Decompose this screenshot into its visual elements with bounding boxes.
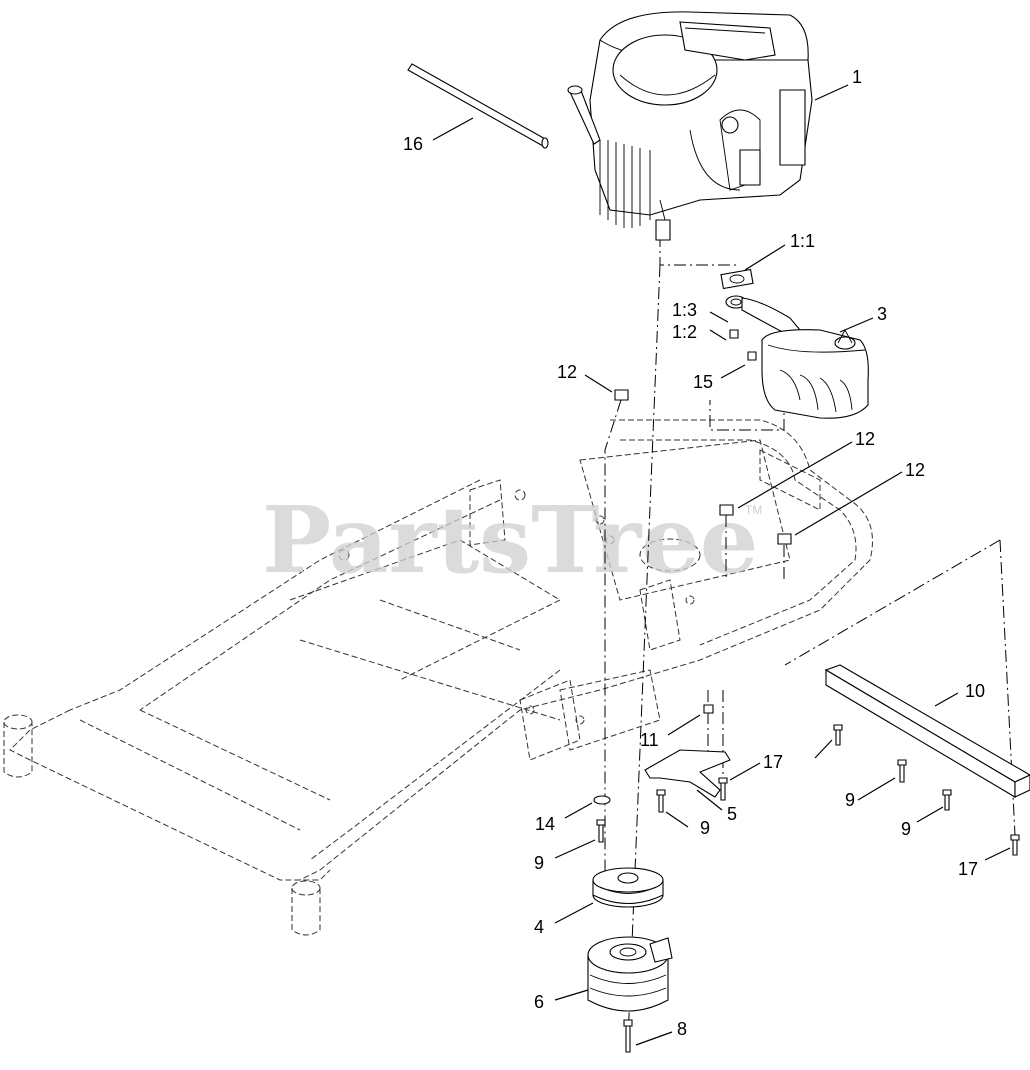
part-17-bolt-b bbox=[1010, 834, 1020, 856]
part-6-clutch bbox=[587, 936, 673, 1012]
part-5-bracket bbox=[644, 749, 731, 798]
part-17-bolt-c bbox=[718, 777, 728, 801]
callout-6: 6 bbox=[534, 992, 544, 1012]
part-10-bar bbox=[824, 664, 1030, 798]
callout-1: 1 bbox=[852, 67, 862, 87]
callout-8: 8 bbox=[677, 1019, 687, 1039]
part-1-2-nut bbox=[729, 329, 739, 339]
assembly-centerlines bbox=[604, 235, 1016, 1041]
part-12-nut-b bbox=[719, 504, 734, 516]
watermark: PartsTree TM bbox=[262, 486, 762, 594]
part-15-bolt bbox=[747, 351, 757, 361]
part-17-bolt-a bbox=[833, 724, 843, 746]
callout-15: 15 bbox=[693, 372, 713, 392]
part-12-nut-c bbox=[777, 533, 792, 545]
callout-9-d: 9 bbox=[534, 853, 544, 873]
callout-4: 4 bbox=[534, 917, 544, 937]
callout-12-c: 12 bbox=[905, 460, 925, 480]
leader-lines bbox=[432, 84, 1011, 1046]
part-1-1-gasket bbox=[720, 268, 754, 290]
part-3-muffler bbox=[741, 297, 869, 419]
part-9-bolt-a bbox=[897, 759, 907, 783]
callout-14: 14 bbox=[535, 814, 555, 834]
part-14-washer bbox=[593, 795, 611, 805]
callouts: 1 1:1 1:3 1:2 3 15 16 12 12 12 10 11 17 … bbox=[403, 67, 985, 1039]
callout-11: 11 bbox=[640, 730, 659, 750]
part-9-bolt-d bbox=[596, 819, 606, 843]
callout-9-b: 9 bbox=[845, 790, 855, 810]
mower-frame bbox=[3, 419, 873, 936]
part-9-bolt-b bbox=[942, 789, 952, 811]
callout-3: 3 bbox=[877, 304, 887, 324]
callout-12-b: 12 bbox=[855, 429, 875, 449]
part-8-bolt bbox=[623, 1019, 633, 1053]
callout-1-1: 1:1 bbox=[790, 231, 815, 251]
part-1-engine bbox=[567, 11, 813, 241]
callout-1-2: 1:2 bbox=[672, 322, 697, 342]
watermark-tm: TM bbox=[745, 503, 762, 517]
callout-9-c: 9 bbox=[901, 819, 911, 839]
callout-17-a: 17 bbox=[763, 752, 783, 772]
part-12-nut-a bbox=[614, 389, 629, 401]
callout-1-3: 1:3 bbox=[672, 300, 697, 320]
callout-16: 16 bbox=[403, 134, 423, 154]
watermark-text: PartsTree bbox=[262, 486, 758, 594]
part-9-bolt-c bbox=[656, 789, 666, 813]
part-11-nut bbox=[703, 704, 714, 714]
callout-10: 10 bbox=[965, 681, 985, 701]
callout-17-b: 17 bbox=[958, 859, 978, 879]
part-16-rod bbox=[407, 63, 549, 149]
callout-12-a: 12 bbox=[557, 362, 577, 382]
part-4-pulley bbox=[592, 867, 664, 908]
callout-9-a: 9 bbox=[700, 818, 710, 838]
callout-5: 5 bbox=[727, 804, 737, 824]
